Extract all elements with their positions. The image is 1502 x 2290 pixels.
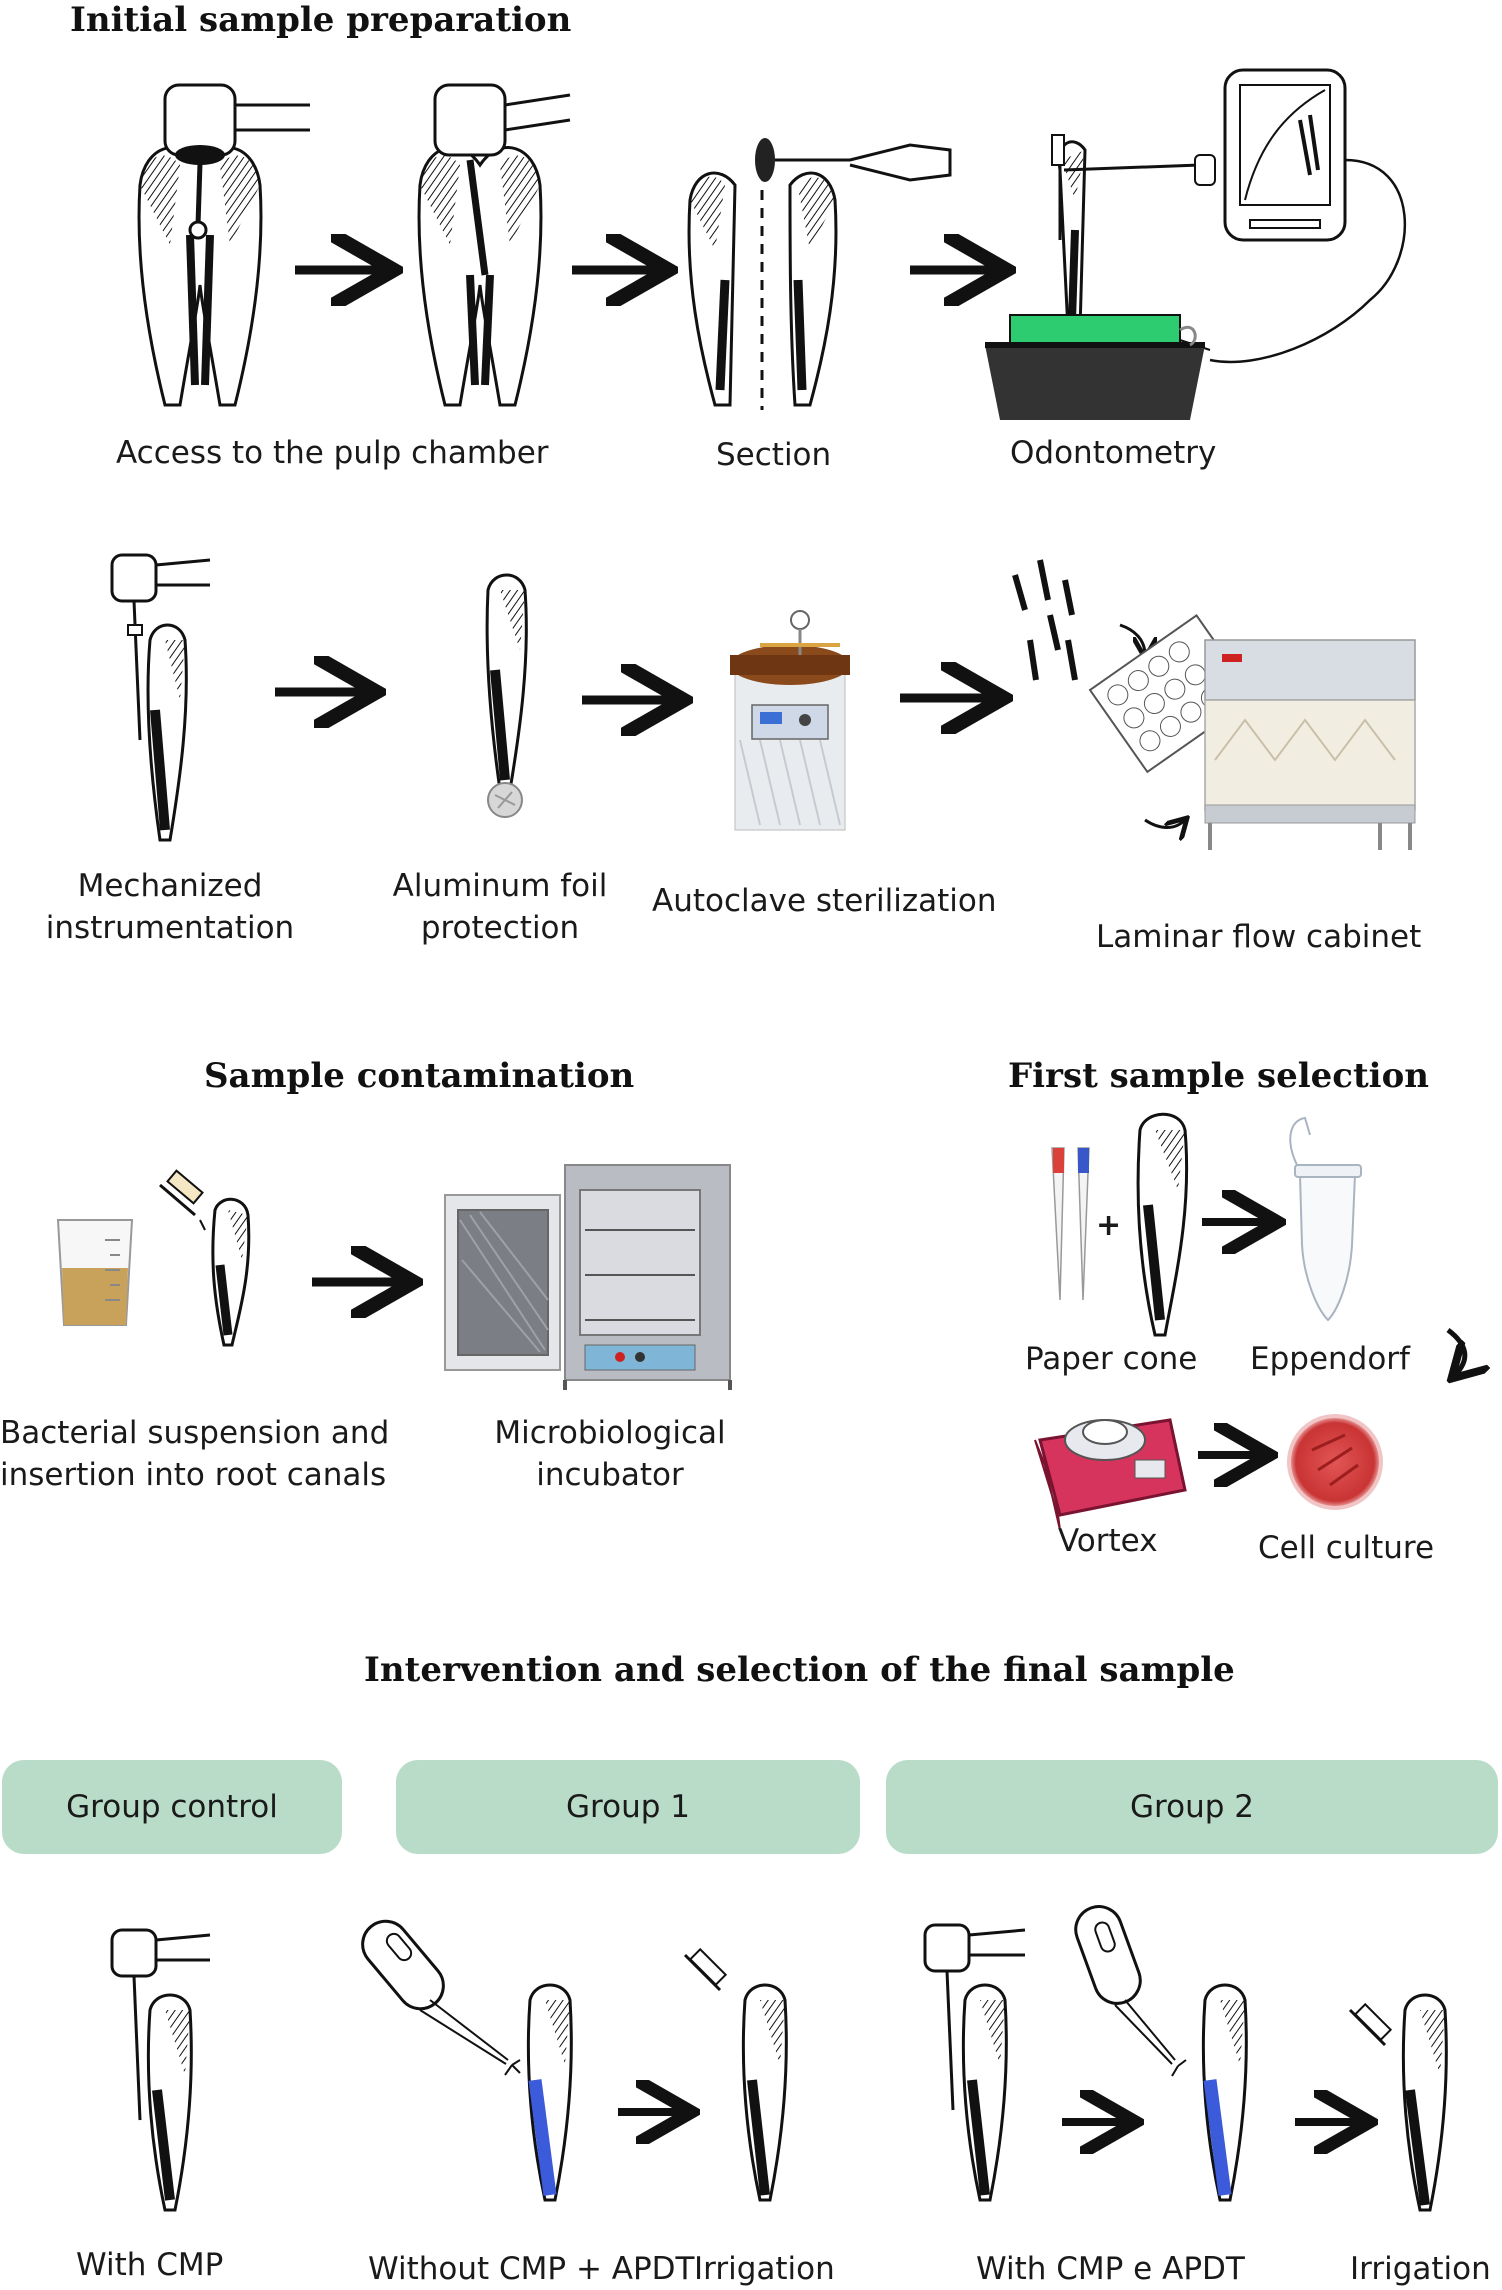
label-cell-culture: Cell culture	[1258, 1530, 1435, 1566]
label-g2-irrigation: Irrigation	[1350, 2251, 1491, 2287]
label-bacterial-line1: Bacterial suspension and	[0, 1415, 390, 1451]
group-1-box: Group 1	[396, 1760, 860, 1854]
mechanized-instrumentation-art	[110, 553, 211, 842]
title-initial-sample-preparation: Initial sample preparation	[70, 0, 572, 40]
label-section: Section	[716, 437, 832, 473]
label-bacterial-line2: insertion into root canals	[0, 1457, 387, 1493]
culture-dish-art	[1287, 1414, 1383, 1510]
label-foil-line1: Aluminum foil	[392, 868, 608, 904]
curved-arrow	[1448, 1328, 1465, 1375]
group-1-label: Group 1	[566, 1789, 690, 1825]
label-odontometry: Odontometry	[1010, 435, 1217, 471]
group-control-box: Group control	[2, 1760, 342, 1854]
group2-cmp-tooth-art	[923, 1923, 1026, 2202]
group-2-label: Group 2	[1130, 1789, 1254, 1825]
label-access-pulp-chamber: Access to the pulp chamber	[116, 435, 549, 471]
label-eppendorf: Eppendorf	[1250, 1341, 1410, 1377]
syringe-tooth-art	[159, 1169, 251, 1347]
vortex-art	[1034, 1418, 1187, 1531]
tooth-access-1	[137, 83, 310, 407]
control-tooth-art	[110, 1928, 211, 2212]
title-sample-contamination: Sample contamination	[204, 1056, 635, 1096]
odontometry-device	[985, 68, 1407, 420]
label-mechanized-line2: instrumentation	[45, 910, 295, 946]
label-without-cmp-apdt: Without CMP + APDT	[368, 2251, 695, 2287]
label-mechanized-line1: Mechanized	[77, 868, 263, 904]
label-autoclave: Autoclave sterilization	[652, 883, 997, 919]
label-g1-irrigation: Irrigation	[694, 2251, 835, 2287]
label-bacterial-suspension: Bacterial suspension and insertion into …	[0, 1412, 390, 1496]
group-2-box: Group 2	[886, 1760, 1498, 1854]
label-incubator-line1: Microbiological	[494, 1415, 726, 1451]
group1-irrigation-art	[683, 1947, 788, 2202]
label-with-cmp: With CMP	[76, 2247, 224, 2283]
title-intervention: Intervention and selection of the final …	[364, 1650, 1235, 1690]
eppendorf-art	[1289, 1116, 1362, 1322]
group1-apdt-tooth-art	[361, 1919, 573, 2202]
tooth-access-2	[417, 83, 571, 407]
label-paper-cone: Paper cone	[1025, 1341, 1198, 1377]
label-mechanized-instrumentation: Mechanized instrumentation	[40, 865, 300, 949]
label-with-cmp-apdt: With CMP e APDT	[976, 2251, 1245, 2287]
title-first-sample-selection: First sample selection	[1008, 1056, 1429, 1096]
group-control-label: Group control	[66, 1789, 278, 1825]
label-foil-line2: protection	[420, 910, 580, 946]
autoclave-art	[730, 610, 850, 831]
group2-irrigation-art	[1348, 1993, 1448, 2212]
label-laminar-flow: Laminar flow cabinet	[1096, 919, 1422, 955]
paper-cone-art	[1051, 1147, 1090, 1301]
label-vortex: Vortex	[1058, 1523, 1158, 1559]
tooth-cone-art	[1136, 1112, 1189, 1337]
tooth-section	[687, 138, 952, 410]
aluminum-foil-art	[485, 573, 528, 818]
beaker-art	[56, 1219, 134, 1326]
group2-apdt-tooth-art	[1074, 1905, 1248, 2202]
laminar-cabinet-art	[1012, 559, 1416, 850]
label-incubator: Microbiological incubator	[480, 1412, 740, 1496]
label-aluminum-foil: Aluminum foil protection	[385, 865, 615, 949]
label-incubator-line2: incubator	[536, 1457, 684, 1493]
plus-sign: +	[1096, 1208, 1122, 1243]
incubator-art	[444, 1164, 732, 1390]
